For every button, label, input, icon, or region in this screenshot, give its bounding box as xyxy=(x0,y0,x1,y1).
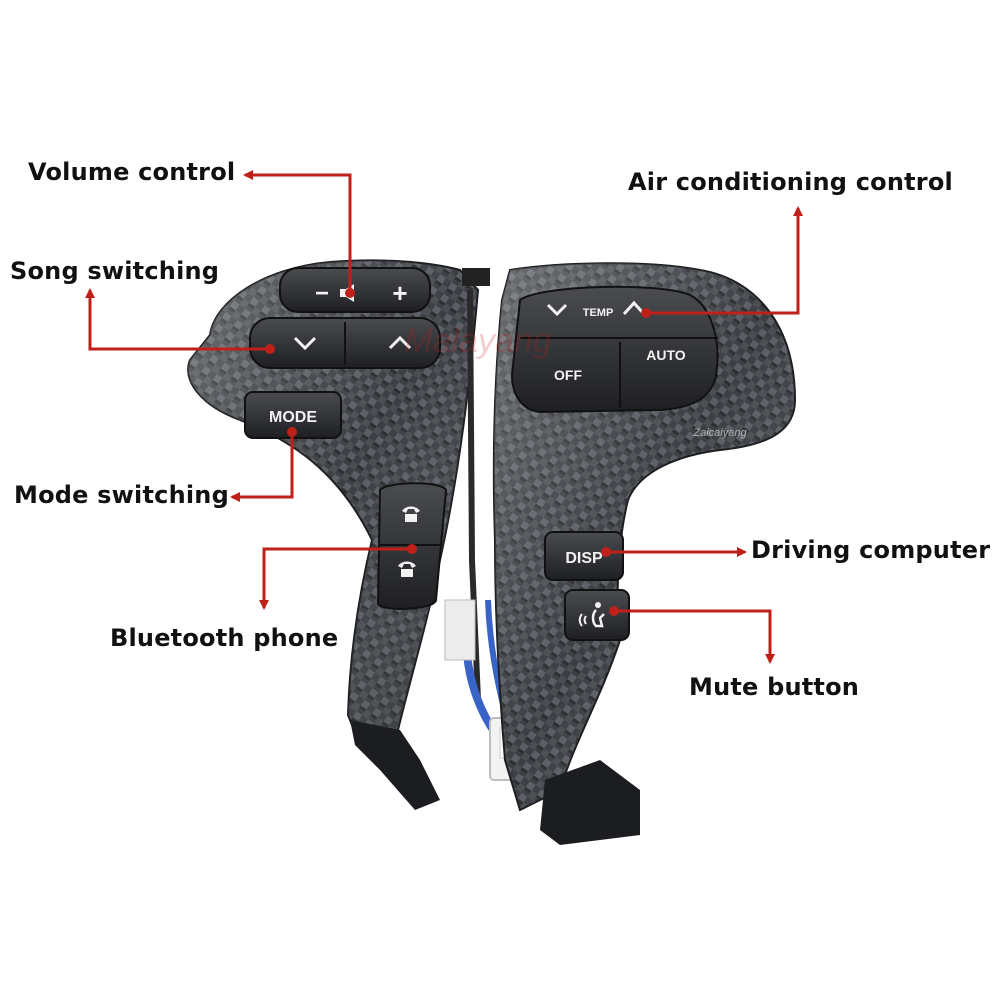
right-control-unit: TEMP OFF AUTO DISP xyxy=(492,262,797,845)
auto-button-label[interactable]: AUTO xyxy=(646,347,686,363)
callout-song-switching: Song switching xyxy=(10,257,220,285)
watermark-center: Malayang xyxy=(404,322,552,360)
disp-button[interactable] xyxy=(544,531,624,581)
callout-bluetooth-phone: Bluetooth phone xyxy=(110,624,339,652)
voice-button[interactable] xyxy=(564,589,630,641)
temp-down-icon xyxy=(546,303,568,317)
temp-up-icon xyxy=(622,300,646,316)
watermark-small: Zaicaiyang xyxy=(692,427,747,439)
callout-mute-button: Mute button xyxy=(689,673,860,701)
phone-hangup-icon xyxy=(398,561,416,577)
left-control-unit: − + MODE xyxy=(187,259,480,810)
song-arrow xyxy=(85,288,270,351)
left-bracket xyxy=(350,720,440,810)
callout-driving-computer: Driving computer xyxy=(751,536,991,564)
annotation-arrows xyxy=(85,170,803,664)
chevron-up-icon xyxy=(388,335,412,350)
mute-arrow xyxy=(614,609,775,664)
volume-button[interactable] xyxy=(279,267,431,313)
phone-pickup-icon xyxy=(402,506,420,522)
callout-mode-switching: Mode switching xyxy=(14,481,229,509)
off-button-label[interactable]: OFF xyxy=(554,367,582,383)
annotation-dots xyxy=(265,288,651,616)
volume-arrow xyxy=(243,170,352,290)
voice-icon xyxy=(578,602,605,628)
climate-button-cluster[interactable] xyxy=(510,285,719,414)
callout-volume-control: Volume control xyxy=(28,158,236,186)
bluetooth-arrow xyxy=(259,547,412,610)
mode-button-label: MODE xyxy=(269,409,317,426)
callout-air-conditioning-control: Air conditioning control xyxy=(628,168,953,196)
disp-button-label: DISP xyxy=(565,550,603,567)
right-bracket xyxy=(540,760,640,845)
volume-minus-label: − xyxy=(315,280,329,307)
temp-label: TEMP xyxy=(583,307,614,319)
mode-arrow xyxy=(230,432,294,502)
air-arrow xyxy=(646,206,803,315)
chevron-down-icon xyxy=(293,336,317,351)
volume-plus-label: + xyxy=(392,278,407,308)
